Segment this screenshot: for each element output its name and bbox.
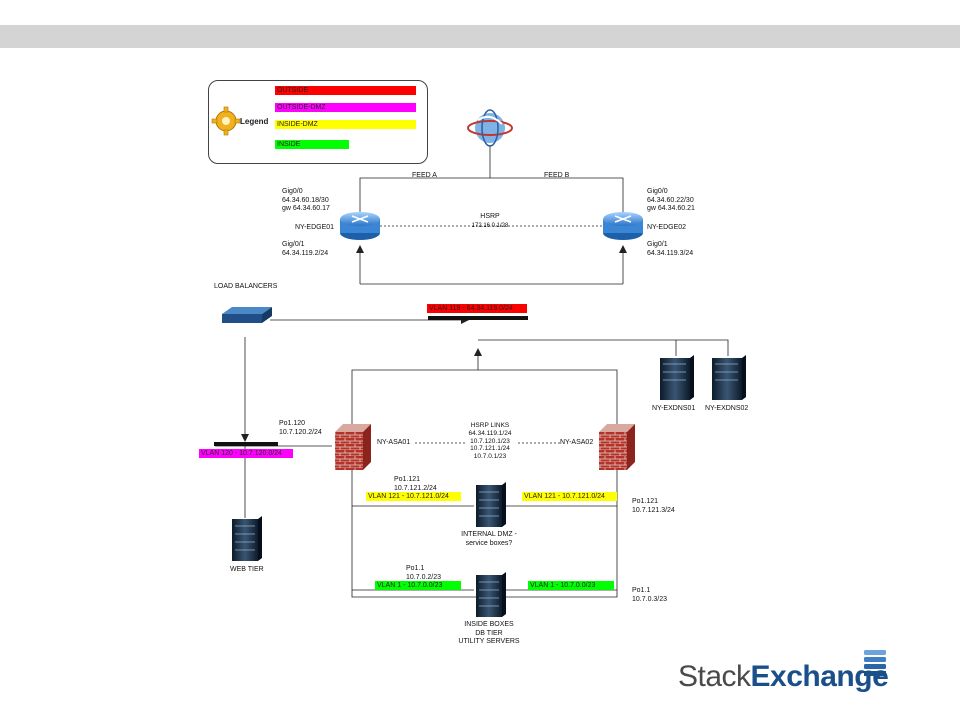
- legend-item-inside-dmz: INSIDE-DMZ: [275, 120, 416, 129]
- feed-a-label: FEED A: [412, 172, 437, 179]
- legend-item-outside-dmz: OUTSIDE-DMZ: [275, 103, 416, 112]
- load-balancer-icon: [222, 307, 272, 323]
- server-inside-icon: [476, 572, 506, 617]
- gear-icon: [211, 106, 241, 136]
- top-band: [0, 25, 960, 48]
- exdns01-label: NY-EXDNS01: [652, 405, 696, 412]
- router-edge02-icon: [603, 212, 643, 240]
- vlan-120-band: VLAN 120 - 10.7.120.0/24: [199, 449, 293, 458]
- hsrp-ip: 172.16.0.1/28: [471, 223, 509, 229]
- legend-title: Legend: [240, 117, 269, 126]
- edge01-gig00: Gig0/0 64.34.60.18/30 gw 64.34.60.17: [282, 188, 330, 212]
- edge02-gig00: Gig0/0 64.34.60.22/30 gw 64.34.60.21: [647, 188, 695, 212]
- logo-part2: Exchange: [750, 660, 889, 693]
- vlan-121-right-band: VLAN 121 - 10.7.121.0/24: [522, 492, 617, 501]
- asa01-po121: Po1.121 10.7.121.2/24: [394, 476, 437, 492]
- legend-item-outside: OUTSIDE: [275, 86, 416, 95]
- vlan-1-left-band: VLAN 1 - 10.7.0.0/23: [375, 581, 461, 590]
- firewall-asa01-icon: [335, 424, 371, 470]
- logo-part1: Stack: [678, 660, 751, 693]
- web-tier-label: WEB TIER: [230, 566, 264, 573]
- hsrp-links: HSRP LINKS 64.34.119.1/24 10.7.120.1/23 …: [468, 422, 512, 461]
- vlan-121-left-band: VLAN 121 - 10.7.121.0/24: [366, 492, 461, 501]
- inside-box-label: INSIDE BOXES DB TIER UTILITY SERVERS: [458, 621, 520, 645]
- asa01-name: NY-ASA01: [377, 439, 411, 446]
- vlan120-switch: [214, 442, 278, 446]
- vlan-1-right-band: VLAN 1 - 10.7.0.0/23: [528, 581, 614, 590]
- dmz-box-label: INTERNAL DMZ - service boxes?: [461, 531, 517, 547]
- server-exdns01-icon: [660, 355, 694, 400]
- server-exdns02-icon: [712, 355, 746, 400]
- edge01-gig01: Gig/0/1 64.34.119.2/24: [282, 241, 329, 257]
- asa02-po121: Po1.121 10.7.121.3/24: [632, 498, 675, 514]
- feed-b-label: FEED B: [544, 172, 570, 179]
- router-edge01-icon: [340, 212, 380, 240]
- edge02-name: NY-EDGE02: [647, 224, 687, 231]
- edge01-name: NY-EDGE01: [295, 224, 335, 231]
- firewall-asa02-icon: [599, 424, 635, 470]
- server-web-tier-icon: [232, 516, 262, 561]
- internet-globe-icon: [467, 109, 513, 147]
- vlan-119-band: VLAN 119 - 64.34.119.0/24: [427, 304, 527, 313]
- load-balancers-label: LOAD BALANCERS: [214, 283, 278, 290]
- asa02-po1: Po1.1 10.7.0.3/23: [632, 587, 668, 603]
- asa01-po1: Po1.1 10.7.0.2/23: [406, 565, 442, 581]
- asa02-name: NY-ASA02: [560, 439, 594, 446]
- stackexchange-logo-icon: [864, 650, 886, 681]
- server-dmz-icon: [476, 482, 506, 527]
- edge02-gig01: Gig0/1 64.34.119.3/24: [647, 241, 694, 257]
- stackexchange-logo: StackExchange: [678, 660, 889, 694]
- asa01-po120: Po1.120 10.7.120.2/24: [279, 420, 322, 436]
- legend-item-inside: INSIDE: [275, 140, 349, 149]
- exdns02-label: NY-EXDNS02: [705, 405, 749, 412]
- legend-box: [208, 80, 428, 164]
- vlan119-switch: [428, 316, 528, 320]
- hsrp-title: HSRP: [480, 213, 500, 220]
